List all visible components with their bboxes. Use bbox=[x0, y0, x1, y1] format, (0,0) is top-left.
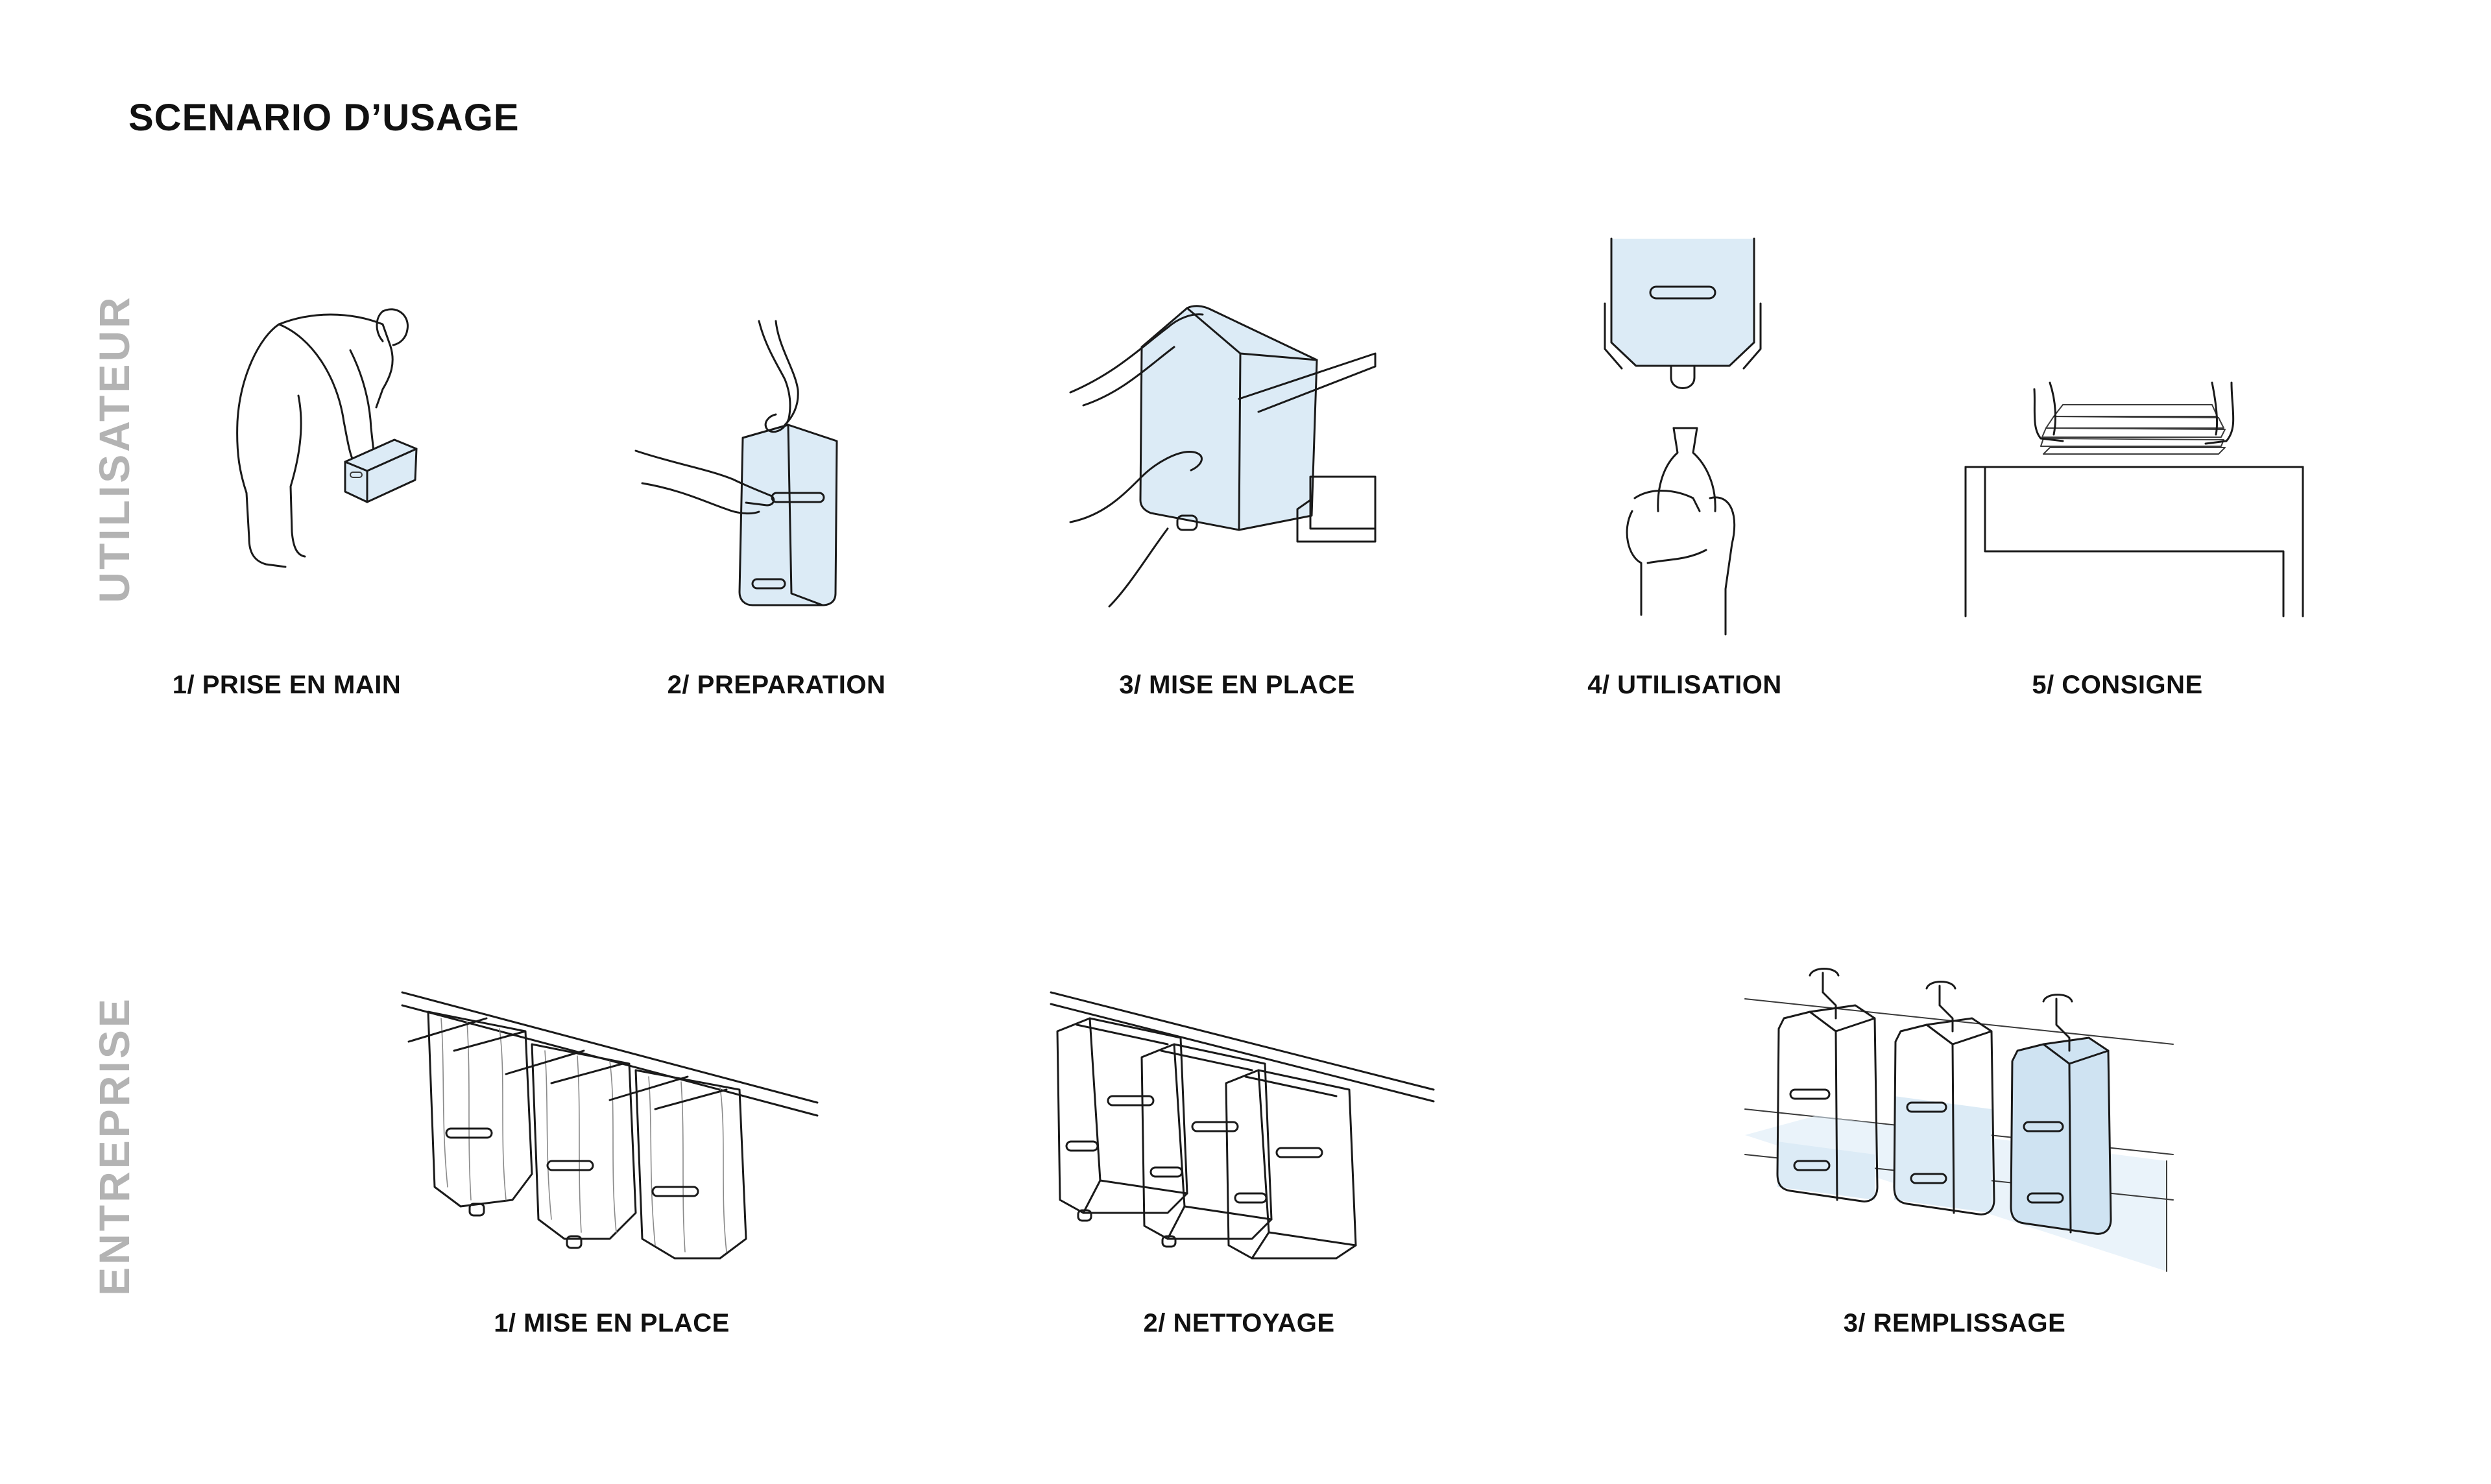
illustration-remplissage bbox=[1744, 968, 2174, 1272]
step-label-user-5: 5/ CONSIGNE bbox=[2032, 671, 2203, 699]
step-label-user-4: 4/ UTILISATION bbox=[1587, 671, 1782, 699]
illustration-utilisation bbox=[1604, 237, 1762, 636]
step-label-user-2: 2/ PREPARATION bbox=[667, 671, 886, 699]
hanging-bag-3 bbox=[608, 1069, 747, 1260]
container-fill-2 bbox=[1893, 981, 1995, 1215]
step-label-company-3: 3/ REMPLISSAGE bbox=[1843, 1309, 2066, 1337]
container-1 bbox=[1056, 1017, 1188, 1222]
row-label-entreprise: ENTREPRISE bbox=[90, 996, 138, 1296]
hanging-bag-1 bbox=[407, 1011, 533, 1217]
step-label-company-1: 1/ MISE EN PLACE bbox=[494, 1309, 730, 1337]
illustration-mise-en-place-user bbox=[1069, 305, 1377, 608]
illustration-prise-en-main bbox=[236, 308, 418, 568]
illustration-preparation bbox=[634, 320, 838, 606]
illustration-consigne bbox=[1964, 381, 2304, 617]
step-label-company-2: 2/ NETTOYAGE bbox=[1143, 1309, 1335, 1337]
page-title: SCENARIO D’USAGE bbox=[128, 97, 520, 139]
folded-bags-icon bbox=[2040, 404, 2226, 455]
container-3 bbox=[1225, 1069, 1357, 1260]
container-icon bbox=[344, 438, 418, 503]
step-label-user-3: 3/ MISE EN PLACE bbox=[1119, 671, 1355, 699]
illustration-nettoyage bbox=[1050, 991, 1435, 1260]
hanging-bag-2 bbox=[505, 1043, 637, 1249]
step-label-user-1: 1/ PRISE EN MAIN bbox=[172, 671, 402, 699]
illustration-mise-en-place-company bbox=[401, 991, 819, 1260]
container-fill-1 bbox=[1776, 968, 1879, 1203]
container-2 bbox=[1140, 1043, 1273, 1248]
container-fill-3 bbox=[2010, 994, 2112, 1235]
row-label-utilisateur: UTILISATEUR bbox=[90, 294, 138, 603]
